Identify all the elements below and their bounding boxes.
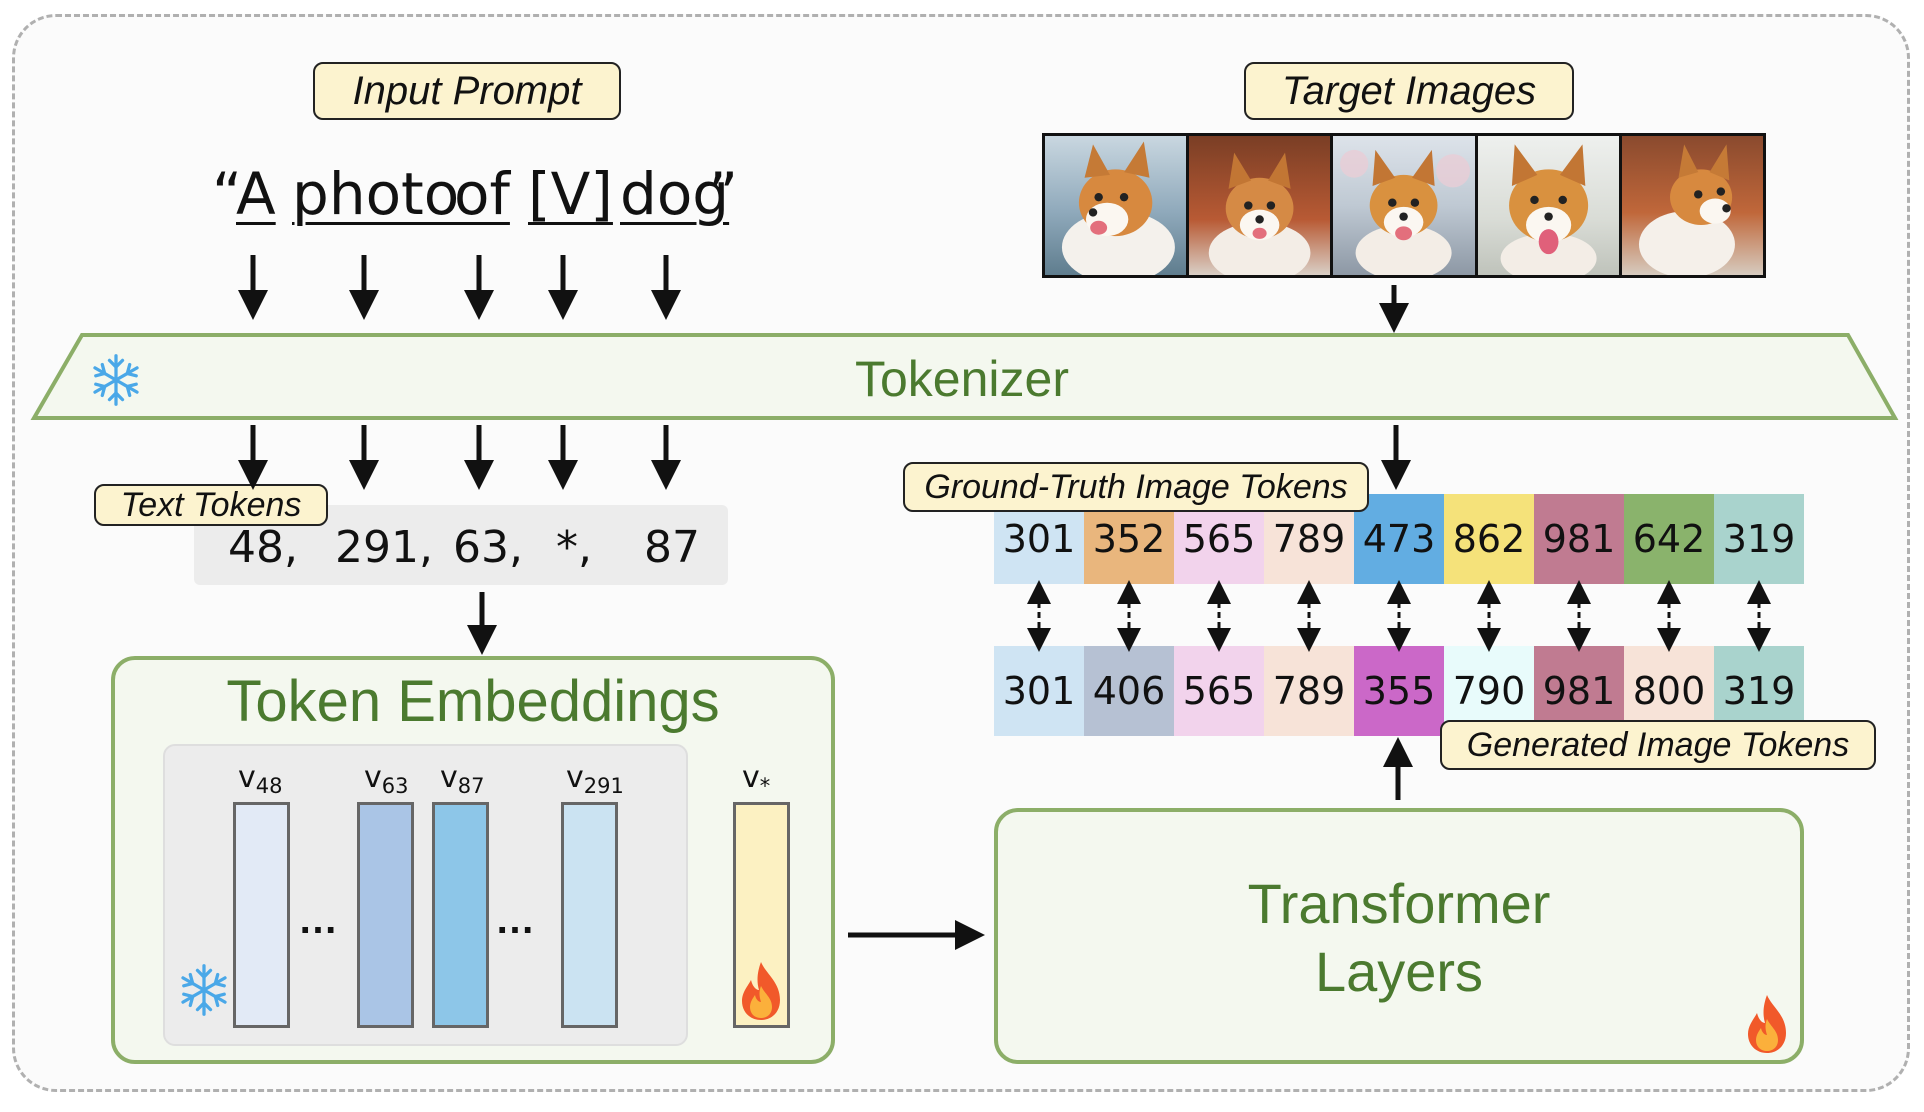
text-tokens-label: Text Tokens — [94, 484, 328, 526]
snowflake-icon — [178, 964, 230, 1016]
embedding-vector-48 — [233, 802, 290, 1028]
token-embeddings-title: Token Embeddings — [226, 669, 720, 734]
text-token-4: 87 — [644, 522, 700, 573]
text-token-3: *, — [556, 522, 592, 573]
gt-token-8: 319 — [1714, 494, 1804, 584]
vector-label-star: v* — [742, 760, 771, 798]
prompt-word-dog: dog — [620, 160, 730, 228]
transformer-layers-title: Transformer Layers — [1247, 872, 1551, 1003]
prompt-word-v: [V] — [528, 160, 613, 228]
tokenizer: Tokenizer — [0, 340, 1924, 418]
gen-token-1: 406 — [1084, 646, 1174, 736]
text-token-1: 291, — [335, 522, 433, 573]
prompt-word-photo: photo — [292, 160, 460, 228]
vector-label-48: v48 — [238, 760, 283, 798]
corgi-photo-4 — [1477, 136, 1622, 275]
embedding-vector-63 — [357, 802, 414, 1028]
ellipsis-1: … — [298, 898, 340, 942]
prompt-word-of: of — [454, 160, 510, 228]
gt-token-6: 981 — [1534, 494, 1624, 584]
vector-label-87: v87 — [440, 760, 485, 798]
gen-token-3: 789 — [1264, 646, 1354, 736]
corgi-photo-3 — [1333, 136, 1478, 275]
gt-token-7: 642 — [1624, 494, 1714, 584]
input-prompt-label: Input Prompt — [313, 62, 621, 120]
text-token-0: 48, — [228, 522, 298, 573]
prompt-word-a: A — [236, 160, 276, 228]
target-images-label: Target Images — [1244, 62, 1574, 120]
tokenizer-title: Tokenizer — [855, 351, 1069, 407]
corgi-photo-1 — [1045, 136, 1190, 275]
prompt-close-quote: ” — [708, 160, 739, 228]
text-token-2: 63, — [453, 522, 523, 573]
vector-label-63: v63 — [364, 760, 409, 798]
transformer-layers-box — [994, 808, 1804, 1064]
corgi-photo-5 — [1621, 136, 1764, 275]
embedding-vector-291 — [561, 802, 618, 1028]
gen-token-0: 301 — [994, 646, 1084, 736]
vector-label-291: v291 — [566, 760, 624, 798]
target-image-strip — [1042, 133, 1766, 278]
gen-token-4: 355 — [1354, 646, 1444, 736]
flame-icon — [742, 962, 780, 1020]
snowflake-icon — [90, 354, 142, 406]
flame-icon — [1748, 995, 1786, 1053]
ellipsis-2: … — [495, 898, 537, 942]
corgi-photo-2 — [1189, 136, 1334, 275]
ground-truth-tokens-label: Ground-Truth Image Tokens — [903, 462, 1369, 512]
prompt-open-quote: “ — [212, 160, 243, 228]
gt-token-5: 862 — [1444, 494, 1534, 584]
gen-token-2: 565 — [1174, 646, 1264, 736]
generated-tokens-label: Generated Image Tokens — [1440, 720, 1876, 770]
gt-token-4: 473 — [1354, 494, 1444, 584]
embedding-vector-87 — [432, 802, 489, 1028]
